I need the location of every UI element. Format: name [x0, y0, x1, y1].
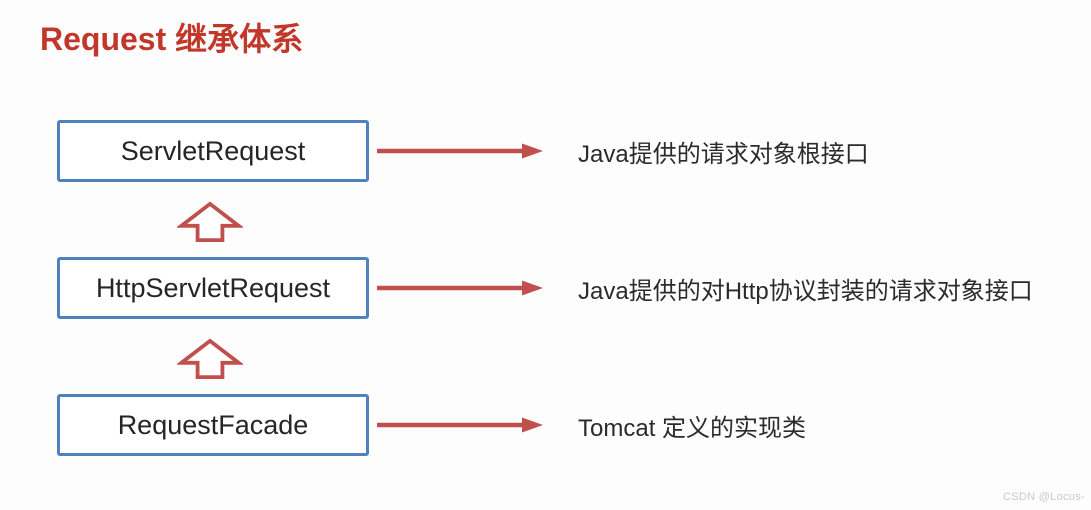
- right-arrow-icon: [377, 143, 543, 159]
- class-box-requestfacade: RequestFacade: [57, 394, 369, 456]
- right-arrow-head: [522, 143, 543, 159]
- up-block-arrow-icon: [177, 338, 243, 380]
- row-description: Java提供的请求对象根接口: [578, 140, 869, 168]
- up-block-arrow-shape: [177, 338, 243, 380]
- right-arrow-head: [522, 280, 543, 296]
- watermark: CSDN @Locus-: [1002, 491, 1085, 503]
- page-title: Request 继承体系: [40, 21, 304, 57]
- up-block-arrow-icon: [177, 201, 243, 243]
- class-box-label: ServletRequest: [120, 135, 306, 166]
- row-description: Tomcat 定义的实现类: [578, 414, 807, 442]
- inheritance-row-servletrequest: ServletRequest Java提供的请求对象根接口: [57, 120, 869, 182]
- class-box-httpservletrequest: HttpServletRequest: [57, 257, 369, 319]
- class-box-label: RequestFacade: [117, 409, 309, 440]
- right-arrow-icon: [377, 417, 543, 433]
- right-arrow-head: [522, 417, 543, 433]
- class-box-label: HttpServletRequest: [95, 272, 331, 303]
- inheritance-row-httpservletrequest: HttpServletRequest Java提供的对Http协议封装的请求对象…: [57, 257, 1033, 319]
- up-block-arrow-shape: [177, 201, 243, 243]
- class-box-servletrequest: ServletRequest: [57, 120, 369, 182]
- right-arrow-icon: [377, 280, 543, 296]
- row-description: Java提供的对Http协议封装的请求对象接口: [578, 277, 1033, 305]
- inheritance-row-requestfacade: RequestFacade Tomcat 定义的实现类: [57, 394, 806, 456]
